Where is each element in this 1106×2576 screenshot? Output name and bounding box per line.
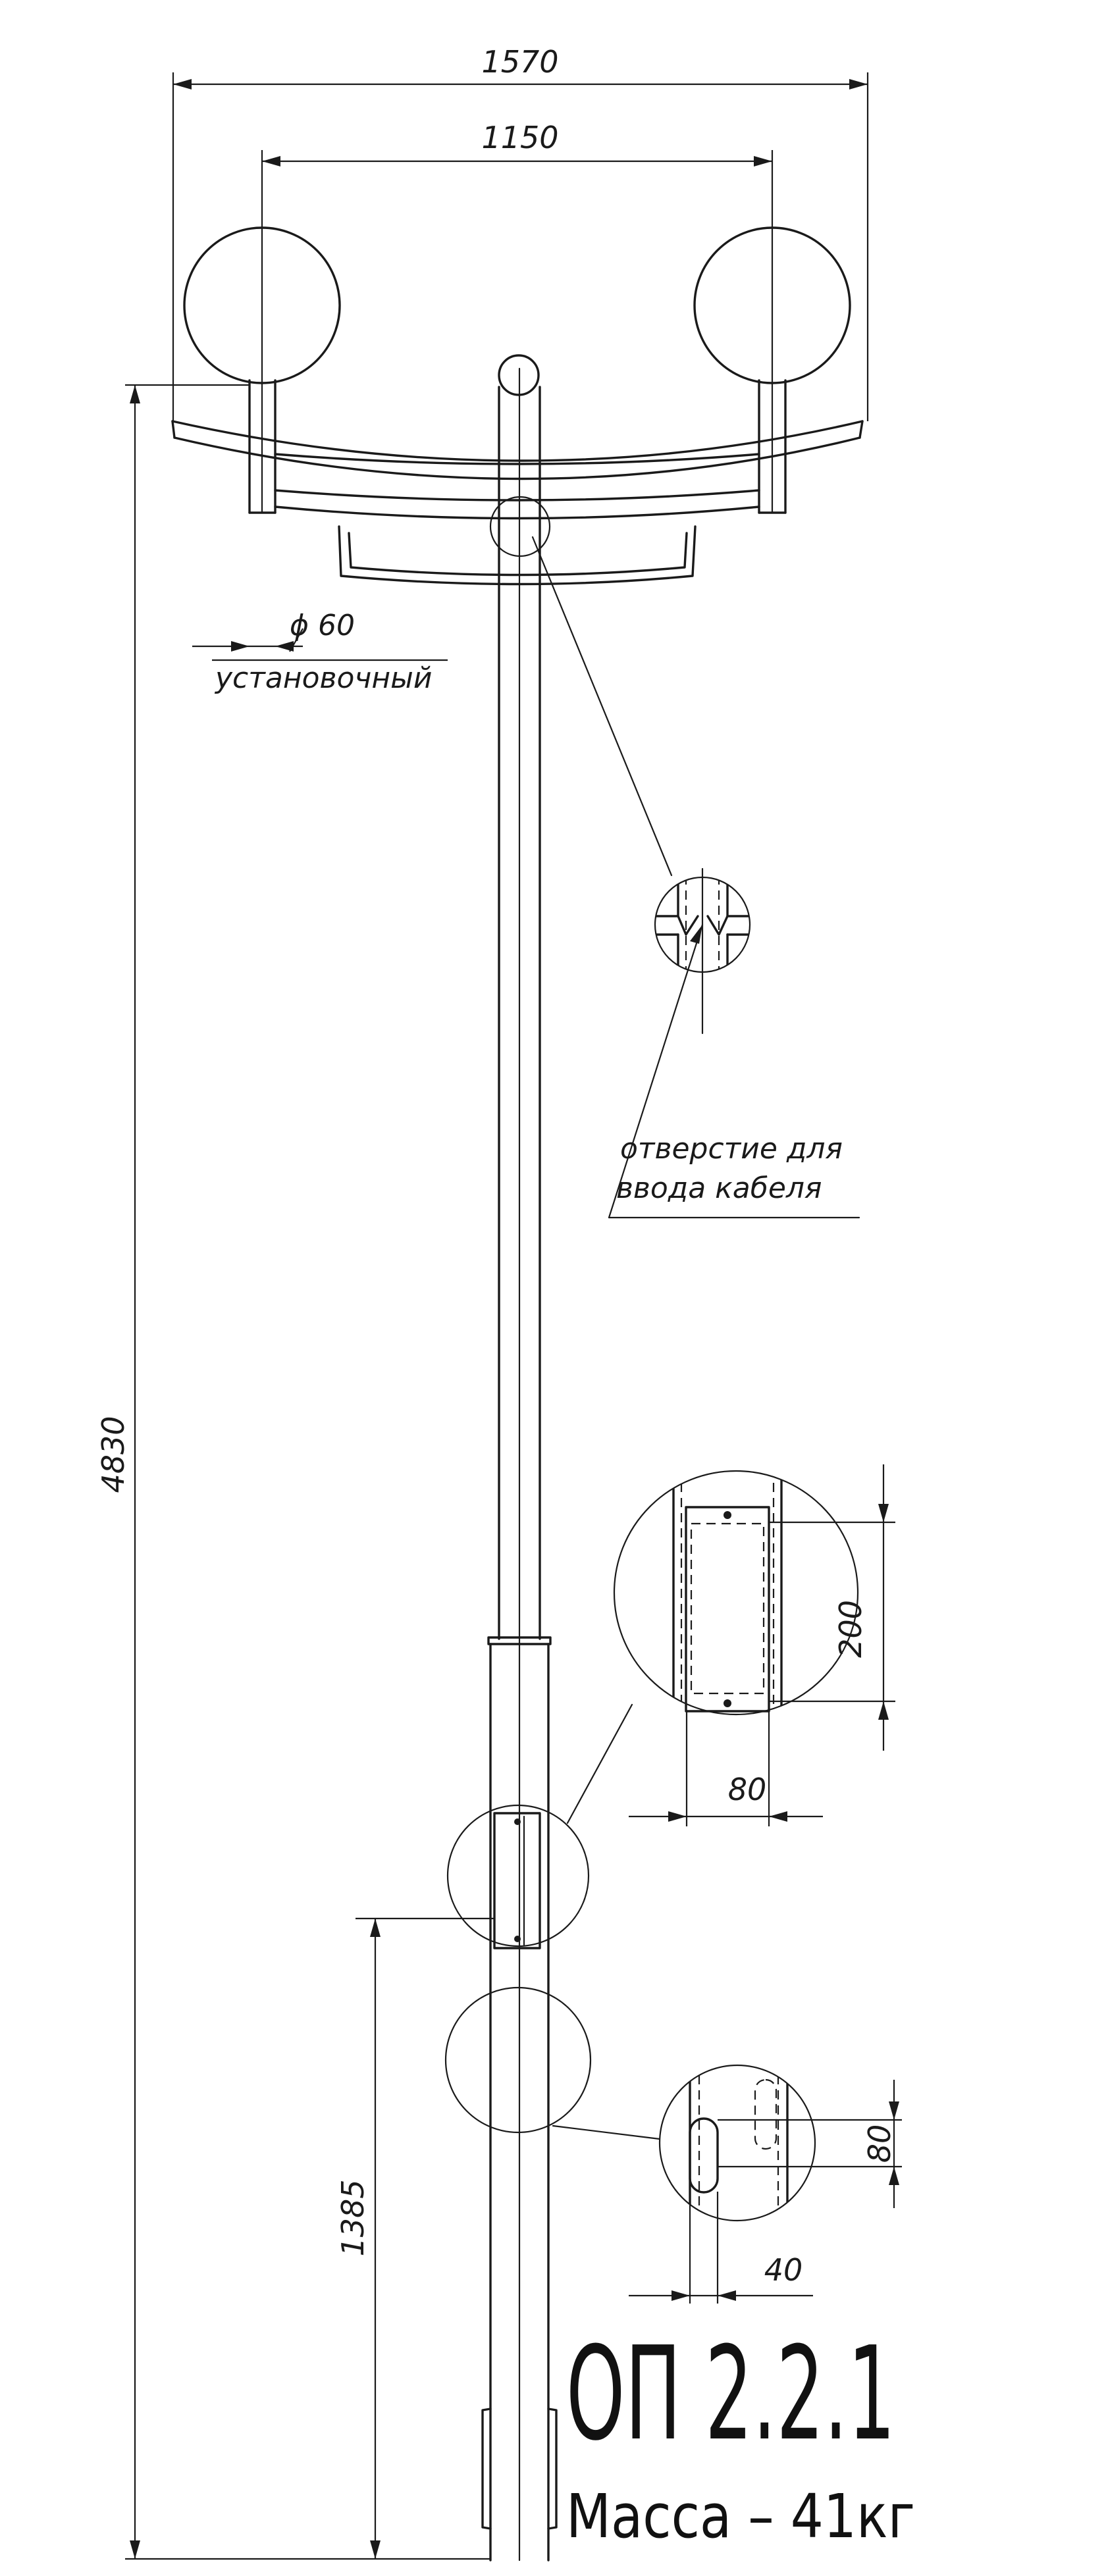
title-block: ОП 2.2.1 Масса – 41кг	[566, 2319, 915, 2552]
span-lamps-dim: 1150	[481, 120, 558, 155]
service-door	[493, 1812, 541, 1949]
slot-height-dim: 80	[862, 2125, 897, 2163]
pole	[444, 354, 673, 2562]
slot-detail: 80 40	[629, 2064, 902, 2304]
cable-hole-note: отверстие для ввода кабеля	[616, 1132, 843, 1205]
cable-hole-line1: отверстие для	[620, 1132, 843, 1166]
mass-label: Масса – 41кг	[566, 2481, 915, 2552]
span-total-dim: 1570	[481, 44, 558, 80]
bracket	[171, 420, 864, 586]
height-door-dim: 1385	[335, 2179, 371, 2256]
height-total-dim: 4830	[95, 1416, 131, 1493]
door-width-dim: 80	[728, 1772, 767, 1807]
door-height-dim: 200	[833, 1600, 868, 1658]
slot-width-dim: 40	[764, 2252, 803, 2288]
cable-entry-detail	[608, 867, 860, 1219]
mount-note-label: установочный	[214, 661, 432, 695]
top-dimensions: 1570 1150	[172, 44, 869, 513]
mount-diameter-label: ϕ 60	[290, 609, 355, 642]
cable-entry-marker	[489, 496, 551, 557]
height-dimensions: 4830 1385	[95, 384, 494, 2560]
door-detail: 200 80	[613, 1464, 895, 1826]
cable-hole-line2: ввода кабеля	[616, 1172, 822, 1205]
slot-detail-marker	[444, 1986, 592, 2134]
drawing-title: ОП 2.2.1	[566, 2319, 895, 2469]
mount-diameter: ϕ 60 установочный	[192, 609, 448, 695]
door-detail-marker	[446, 1804, 590, 1947]
